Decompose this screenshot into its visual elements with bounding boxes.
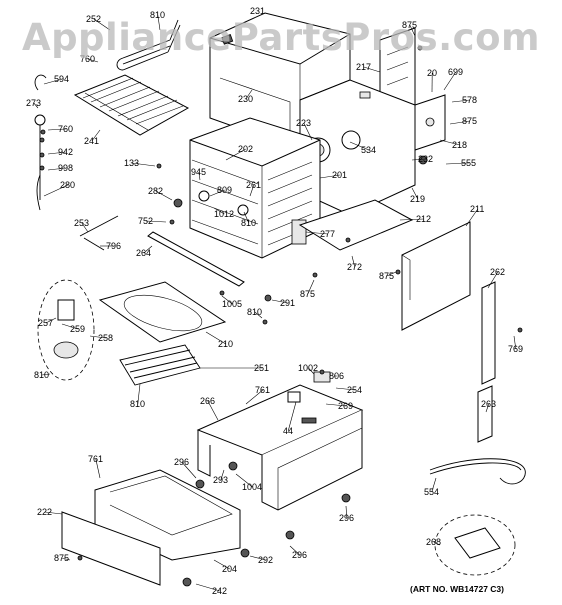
part-label-998: 998	[58, 163, 73, 173]
part-label-555: 555	[461, 158, 476, 168]
part-label-293: 293	[213, 475, 228, 485]
part-label-231: 231	[250, 6, 265, 16]
side-panel	[402, 222, 470, 330]
part-label-752: 752	[138, 216, 153, 226]
part-label-263: 263	[481, 399, 496, 409]
part-label-266: 266	[200, 396, 215, 406]
part-label-218: 218	[452, 140, 467, 150]
part-label-20: 20	[427, 68, 437, 78]
part-label-273: 273	[26, 98, 41, 108]
oven-rack	[75, 75, 188, 135]
part-label-761: 761	[88, 454, 103, 464]
side-trim-strips	[478, 282, 495, 442]
part-label-254: 254	[347, 385, 362, 395]
part-label-210: 210	[218, 339, 233, 349]
part-label-875: 875	[300, 289, 315, 299]
part-label-699: 699	[448, 67, 463, 77]
part-label-809: 809	[217, 185, 232, 195]
part-label-219: 219	[410, 194, 425, 204]
part-label-252: 252	[86, 14, 101, 24]
part-label-875: 875	[462, 116, 477, 126]
part-label-242: 242	[212, 586, 227, 596]
part-label-1002: 1002	[298, 363, 318, 373]
part-label-282: 282	[148, 186, 163, 196]
part-label-232: 232	[418, 154, 433, 164]
leveling-leg-detail	[435, 515, 515, 575]
broil-element	[117, 20, 180, 70]
part-label-264: 264	[136, 248, 151, 258]
part-label-806: 806	[329, 371, 344, 381]
lower-heating-element	[120, 345, 200, 385]
part-label-204: 204	[222, 564, 237, 574]
part-label-261: 261	[246, 180, 261, 190]
part-label-534: 534	[361, 145, 376, 155]
part-label-296: 296	[339, 513, 354, 523]
left-sensor-parts	[35, 75, 46, 210]
part-label-277: 277	[320, 229, 335, 239]
part-label-942: 942	[58, 147, 73, 157]
part-label-594: 594	[54, 74, 69, 84]
part-label-810: 810	[241, 218, 256, 228]
part-label-810: 810	[150, 10, 165, 20]
part-label-945: 945	[191, 167, 206, 177]
part-label-211: 211	[470, 204, 484, 214]
part-label-875: 875	[379, 271, 394, 281]
part-label-272: 272	[347, 262, 362, 272]
part-label-212: 212	[416, 214, 431, 224]
part-label-296: 296	[292, 550, 307, 560]
part-label-291: 291	[280, 298, 295, 308]
part-label-875: 875	[402, 20, 417, 30]
part-label-1012: 1012	[214, 209, 234, 219]
part-label-875: 875	[54, 553, 69, 563]
part-label-217: 217	[356, 62, 371, 72]
part-label-262: 262	[490, 267, 505, 277]
part-label-44: 44	[283, 426, 293, 436]
part-label-769: 769	[508, 344, 523, 354]
part-label-578: 578	[462, 95, 477, 105]
part-label-1004: 1004	[242, 482, 262, 492]
part-label-796: 796	[106, 241, 121, 251]
part-label-202: 202	[238, 144, 253, 154]
part-label-296: 296	[174, 457, 189, 467]
part-label-253: 253	[74, 218, 89, 228]
part-label-251: 251	[254, 363, 269, 373]
part-label-810: 810	[34, 370, 49, 380]
part-label-222: 222	[37, 507, 52, 517]
part-label-259: 259	[70, 324, 85, 334]
part-label-230: 230	[238, 94, 253, 104]
part-label-201: 201	[332, 170, 347, 180]
part-label-241: 241	[84, 136, 99, 146]
power-cord	[430, 459, 525, 484]
part-label-760: 760	[80, 54, 95, 64]
part-label-810: 810	[247, 307, 262, 317]
part-label-269: 269	[338, 401, 353, 411]
part-label-810: 810	[130, 399, 145, 409]
bake-element-cover	[100, 282, 225, 342]
part-label-223: 223	[296, 118, 311, 128]
art-number: (ART NO. WB14727 C3)	[410, 584, 504, 594]
part-label-268: 268	[426, 537, 441, 547]
part-label-554: 554	[424, 487, 439, 497]
part-label-133: 133	[124, 158, 139, 168]
part-label-257: 257	[38, 318, 53, 328]
part-label-1005: 1005	[222, 299, 242, 309]
part-label-292: 292	[258, 555, 273, 565]
warming-drawer	[62, 470, 240, 585]
thermostat-detail-circle	[38, 280, 94, 380]
part-label-280: 280	[60, 180, 75, 190]
part-label-258: 258	[98, 333, 113, 343]
part-label-761: 761	[255, 385, 270, 395]
part-label-760: 760	[58, 124, 73, 134]
